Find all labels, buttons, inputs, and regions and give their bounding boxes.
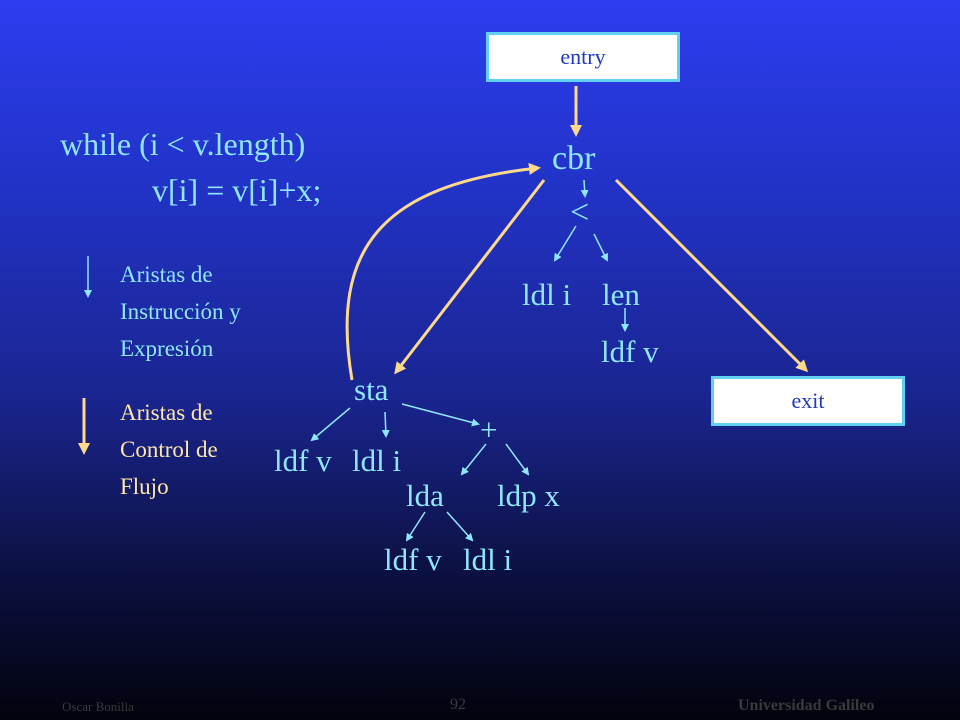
legend-expression-line-3: Expresión (120, 336, 214, 361)
expr-edge-plus-ldp-x (505, 443, 530, 476)
code-line-1: while (i < v.length) (60, 126, 306, 162)
node-less-than: < (570, 194, 590, 231)
legend-flow-line-1: Aristas de (120, 400, 213, 425)
flow-edge-cbr-sta (394, 179, 546, 375)
expr-edge-lt-ldl-i (553, 225, 577, 262)
node-ldp-x: ldp x (497, 478, 560, 513)
expr-edge-sta-ldf-v (310, 407, 351, 442)
expr-edge-lda-ldl-i (446, 511, 474, 542)
node-lda: lda (406, 478, 444, 513)
node-sta-ldf-v: ldf v (274, 443, 332, 478)
exit-box: exit (711, 376, 905, 426)
expr-edge-sta-plus (401, 403, 480, 427)
footer-organization: Universidad Galileo (738, 697, 875, 714)
node-lda-ldf-v: ldf v (384, 542, 442, 577)
legend-flow-line-2: Control de (120, 437, 218, 462)
entry-box: entry (486, 32, 680, 82)
node-sta: sta (354, 372, 389, 407)
expr-edge-plus-lda (460, 443, 487, 476)
expr-edge-lt-len (593, 233, 608, 262)
legend-expression-line-2: Instrucción y (120, 299, 241, 324)
legend-flow-line-3: Flujo (120, 474, 169, 499)
exit-label: exit (791, 388, 825, 413)
expr-edge-sta-ldl-i (381, 411, 390, 438)
footer-page-number: 92 (450, 696, 466, 713)
node-plus: + (480, 412, 498, 447)
node-ldl-i: ldl i (522, 277, 572, 312)
legend-expression: Aristas de Instrucción y Expresión (120, 256, 241, 367)
footer-author: Oscar Bonilla (62, 699, 134, 714)
entry-label: entry (560, 44, 606, 69)
flow-edge-sta-cbr (345, 163, 541, 381)
node-lda-ldl-i: ldl i (463, 542, 513, 577)
code-line-2: v[i] = v[i]+x; (152, 172, 322, 208)
flow-edge-cbr-exit (614, 178, 809, 373)
expr-edge-lda-ldf-v (405, 511, 426, 542)
expr-edge-cbr-lt (580, 179, 589, 198)
legend-flow: Aristas de Control de Flujo (120, 394, 218, 505)
legend-expression-line-1: Aristas de (120, 262, 213, 287)
node-cbr: cbr (552, 140, 596, 177)
node-ldf-v: ldf v (601, 334, 659, 369)
node-sta-ldl-i: ldl i (352, 443, 402, 478)
node-len: len (602, 277, 640, 312)
